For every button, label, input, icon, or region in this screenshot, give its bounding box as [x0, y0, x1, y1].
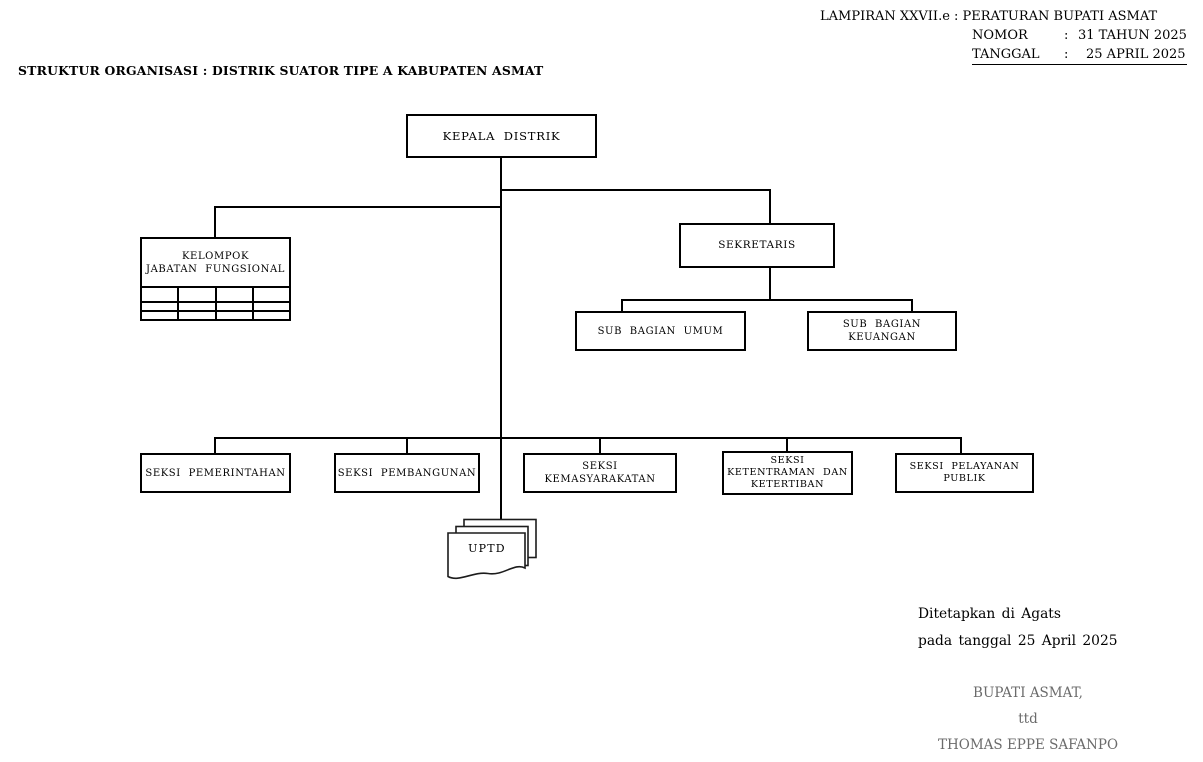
connector-seksi-kemasyarakatan-drop	[599, 437, 601, 454]
signature-block: BUPATI ASMAT, ttd THOMAS EPPE SAFANPO	[903, 681, 1153, 758]
connector-seksi-pemerintahan-drop	[214, 437, 216, 454]
nomor-row: NOMOR:31 TAHUN 2025	[972, 26, 1187, 45]
fungsional-grid-cell	[216, 303, 252, 310]
connector-main-vertical	[500, 158, 502, 521]
fungsional-grid-cell	[179, 288, 215, 301]
fungsional-grid-cell	[179, 303, 215, 310]
connector-subbagian-keuangan-drop	[911, 299, 913, 312]
node-seksi-pelayanan-line2: PUBLIK	[943, 473, 986, 484]
fungsional-grid-cell	[142, 303, 178, 310]
node-seksi-kemasyarakatan-line2: KEMASYARAKATAN	[544, 474, 656, 485]
node-kepala-distrik-label: KEPALA DISTRIK	[442, 128, 561, 143]
enactment-place: Ditetapkan di Agats	[918, 606, 1061, 622]
fungsional-grid-cell	[142, 288, 178, 301]
enactment-block: Ditetapkan di Agats pada tanggal 25 Apri…	[918, 601, 1118, 655]
fungsional-grid-cell	[253, 303, 289, 310]
tanggal-separator: :	[1064, 47, 1069, 62]
connector-sekretaris-down	[769, 268, 771, 301]
tanggal-value: 25 APRIL 2025	[1086, 47, 1186, 62]
node-seksi-ketentraman-line3: KETERTIBAN	[750, 479, 825, 491]
tanggal-label: TANGGAL	[972, 47, 1040, 62]
connector-kelompok-drop	[214, 206, 216, 237]
page-title: STRUKTUR ORGANISASI : DISTRIK SUATOR TIP…	[18, 63, 544, 78]
uptd-multidocument-shape	[447, 518, 537, 580]
node-seksi-kemasyarakatan-line1: SEKSI	[582, 461, 618, 472]
fungsional-grid-cell	[253, 312, 289, 319]
node-uptd-label: UPTD	[468, 542, 506, 555]
node-kelompok-line2: JABATAN FUNGSIONAL	[145, 263, 286, 275]
connector-subbagian-horizontal	[621, 299, 913, 301]
fungsional-grid	[140, 288, 291, 321]
node-seksi-pelayanan-line1: SEKSI PELAYANAN	[909, 460, 1020, 472]
nomor-label: NOMOR	[972, 28, 1028, 43]
node-seksi-ketentraman-line2: KETENTRAMAN DAN	[727, 466, 848, 478]
node-seksi-pemerintahan-label: SEKSI PEMERINTAHAN	[145, 467, 286, 479]
fungsional-grid-cell	[142, 312, 178, 319]
fungsional-grid-cell	[179, 312, 215, 319]
node-sub-bagian-umum-label: SUB BAGIAN UMUM	[597, 325, 724, 337]
node-seksi-ketentraman-line1: SEKSI	[770, 454, 805, 466]
node-kelompok-line1: KELOMPOK	[181, 250, 250, 262]
nomor-separator: :	[1064, 28, 1069, 43]
fungsional-grid-cell	[253, 288, 289, 301]
connector-seksi-horizontal	[214, 437, 962, 439]
lampiran-header: LAMPIRAN XXVII.e : PERATURAN BUPATI ASMA…	[820, 7, 1187, 65]
node-kelompok-jabatan-fungsional: KELOMPOK JABATAN FUNGSIONAL	[140, 237, 291, 288]
signature-title: BUPATI ASMAT,	[973, 685, 1083, 701]
uptd-document-front	[447, 532, 526, 580]
node-kepala-distrik: KEPALA DISTRIK	[406, 114, 597, 158]
enactment-date: pada tanggal 25 April 2025	[918, 633, 1118, 649]
node-seksi-kemasyarakatan: SEKSI KEMASYARAKATAN	[523, 453, 677, 493]
connector-sekretaris-drop	[769, 189, 771, 223]
node-seksi-ketentraman: SEKSI KETENTRAMAN DAN KETERTIBAN	[722, 451, 853, 495]
node-sekretaris-label: SEKRETARIS	[718, 238, 796, 251]
connector-seksi-pelayanan-drop	[960, 437, 962, 454]
node-seksi-pelayanan-publik: SEKSI PELAYANAN PUBLIK	[895, 453, 1034, 493]
signature-ttd: ttd	[1018, 710, 1038, 727]
signature-name: THOMAS EPPE SAFANPO	[937, 736, 1119, 753]
node-sub-bagian-keuangan-line1: SUB BAGIAN	[842, 319, 922, 330]
connector-sekretaris-horizontal	[500, 189, 771, 191]
fungsional-grid-cell	[216, 312, 252, 319]
node-sub-bagian-keuangan-line2: KEUANGAN	[848, 332, 916, 343]
connector-subbagian-umum-drop	[621, 299, 623, 312]
node-sekretaris: SEKRETARIS	[679, 223, 835, 268]
node-seksi-pemerintahan: SEKSI PEMERINTAHAN	[140, 453, 291, 493]
tanggal-row: TANGGAL: 25 APRIL 2025	[972, 45, 1187, 65]
lampiran-line1: LAMPIRAN XXVII.e : PERATURAN BUPATI ASMA…	[820, 9, 1158, 24]
nomor-value: 31 TAHUN 2025	[1078, 28, 1187, 43]
connector-seksi-pembangunan-drop	[406, 437, 408, 454]
connector-seksi-ketentraman-drop	[786, 437, 788, 452]
node-sub-bagian-keuangan: SUB BAGIAN KEUANGAN	[807, 311, 957, 351]
connector-kelompok-horizontal	[214, 206, 502, 208]
node-seksi-pembangunan-label: SEKSI PEMBANGUNAN	[337, 467, 477, 479]
node-seksi-pembangunan: SEKSI PEMBANGUNAN	[334, 453, 480, 493]
fungsional-grid-cell	[216, 288, 252, 301]
node-sub-bagian-umum: SUB BAGIAN UMUM	[575, 311, 746, 351]
